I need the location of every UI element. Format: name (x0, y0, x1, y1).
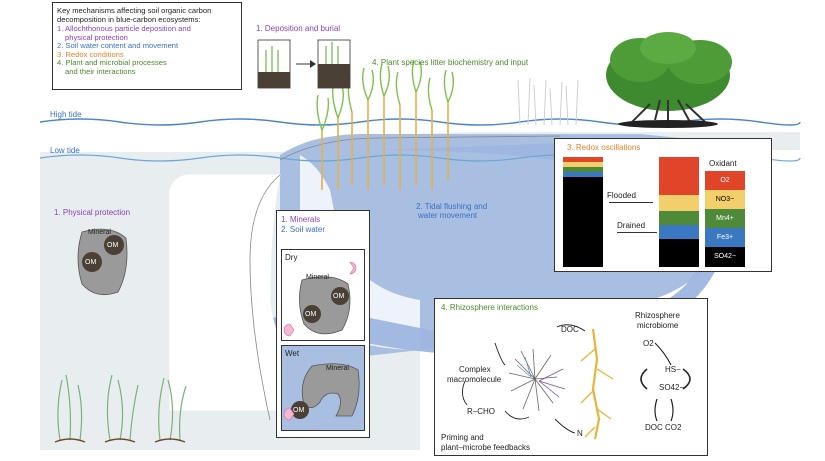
deposition-label: 1. Deposition and burial (256, 24, 341, 33)
n-arrow (554, 418, 576, 434)
wet-aggregate-icon (283, 363, 360, 421)
deposition-burial-icon (257, 39, 351, 89)
aggregate-om-label-2: OM (85, 259, 97, 266)
key-title-line2: decomposition in blue-carbon ecosystems: (57, 15, 201, 24)
key-item-3: 3. Redox conditions (57, 49, 124, 59)
flooded-label: Flooded (607, 191, 636, 200)
key-title: Key mechanisms affecting soil organic ca… (57, 6, 237, 24)
soil-contour (279, 135, 561, 161)
flooded-column (563, 157, 603, 267)
root-icon (580, 328, 614, 440)
key-item-4-line2: and their interactions (65, 66, 136, 76)
oxidant-mn: Mn4+ (705, 209, 745, 228)
high-tide-line (39, 118, 801, 126)
drained-arrow (617, 232, 657, 233)
key-item-1-line2: physical protection (65, 32, 128, 42)
o2-arrow (654, 342, 672, 366)
so4-cycle-arrow (640, 368, 648, 390)
tidal-flushing-line2: water movement (418, 211, 478, 220)
doc-co2-arrows (654, 398, 674, 422)
rhizo-o2-label: O2 (643, 339, 654, 348)
rhizo-microbiome-line2: microbiome (637, 321, 679, 330)
rhizo-complex-line2: macromolecule (447, 375, 502, 384)
oxidant-label: Oxidant (709, 159, 737, 168)
rhizosphere-diagram (462, 324, 691, 440)
soil-contour-left (249, 174, 281, 421)
mineral-aggregate-icon (77, 228, 128, 296)
hs-cycle-arrow (682, 368, 691, 390)
phylogenetic-tree-icon (508, 348, 566, 412)
dry-om-label-1: OM (333, 293, 345, 300)
key-item-2: 2. Soil water content and movement (57, 41, 179, 51)
flooded-o2-band (563, 157, 603, 162)
key-item-1-line1: 1. Allochthonous particle deposition and (57, 24, 191, 33)
key-item-4-line1: 4. Plant and microbial processes (57, 58, 167, 68)
key-box: Key mechanisms affecting soil organic ca… (52, 2, 242, 90)
wet-panel: Wet Mineral OM (281, 345, 365, 431)
wet-label: Wet (285, 349, 300, 358)
priming-arrow (504, 410, 530, 420)
dry-om-label-2: OM (305, 311, 317, 318)
low-tide-label: Low tide (50, 146, 80, 155)
oxidant-legend: O2 NO3− Mn4+ Fe3+ SO42− (705, 171, 745, 267)
marsh-grass-icon (316, 59, 455, 190)
redox-box: 3. Redox oscillations Flooded Drained Ox… (554, 138, 772, 272)
wet-mineral-label: Mineral (326, 365, 349, 372)
dry-panel: Dry Mineral OM OM (281, 249, 365, 341)
rhizo-priming-line2: plant–microbe feedbacks (441, 443, 530, 452)
soil-water-title: 2. Soil water (281, 225, 326, 234)
rhizo-n-label: N (577, 429, 583, 438)
rhizo-so4-label: SO42− (659, 383, 685, 392)
rhizo-doc-label: DOC (561, 325, 579, 334)
key-title-line1: Key mechanisms affecting soil organic ca… (57, 6, 212, 15)
redox-title: 3. Redox oscillations (567, 143, 641, 152)
rhizo-complex-line1: Complex (459, 365, 491, 374)
litter-label: 4. Plant species litter biochemistry and… (372, 58, 529, 67)
oxidant-fe: Fe3+ (705, 228, 745, 247)
rhizo-rcho-label: R–CHO (467, 407, 496, 416)
dry-mineral-label: Mineral (306, 274, 329, 281)
physical-protection-label: 1. Physical protection (54, 208, 131, 217)
seagrass-icon (54, 374, 187, 443)
rhizo-priming-line1: Priming and (441, 433, 484, 442)
drained-column (659, 157, 699, 267)
tidal-flushing-line1: 2. Tidal flushing and (416, 202, 488, 211)
minerals-soilwater-box: 1. Minerals 2. Soil water Dry Mineral OM… (276, 210, 370, 438)
complex-arrow (494, 342, 506, 366)
aggregate-om-label-1: OM (107, 242, 119, 249)
rhizo-hs-label: HS− (665, 365, 681, 374)
minerals-title: 1. Minerals (281, 215, 321, 224)
dry-label: Dry (285, 253, 298, 262)
flooded-no3-band (563, 162, 603, 167)
mangrove-tree-icon (606, 32, 732, 128)
oxidant-o2: O2 (705, 171, 745, 190)
wet-om-label: OM (293, 407, 305, 414)
oxidant-so4: SO42− (705, 247, 745, 267)
high-tide-label: High tide (50, 110, 82, 119)
reed-grass-icon (517, 77, 579, 126)
dry-aggregate-icon (283, 261, 357, 337)
drained-label: Drained (617, 221, 646, 230)
flooded-mn-band (563, 167, 603, 172)
rhizosphere-box: 4. Rhizosphere interactions DOC Rhizosph… (434, 298, 708, 456)
flooded-fe-band (563, 172, 603, 177)
rhizo-microbiome-line1: Rhizosphere (635, 311, 680, 320)
oxidant-no3: NO3− (705, 190, 745, 209)
flooded-arrow (609, 202, 653, 203)
rhizo-doc-co2-label: DOC CO2 (645, 423, 682, 432)
doc-arrow (556, 324, 586, 332)
aggregate-mineral-label: Mineral (88, 229, 111, 236)
rhizosphere-title: 4. Rhizosphere interactions (441, 303, 538, 312)
rcho-arrow (462, 380, 468, 406)
